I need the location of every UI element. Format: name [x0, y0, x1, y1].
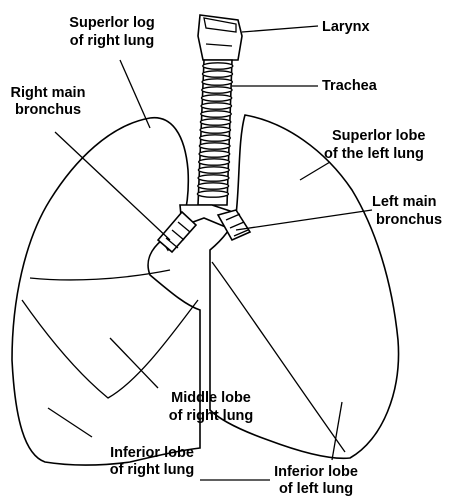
label-right-main-bronchus-line2: bronchus [15, 102, 81, 118]
trachea-ring [202, 87, 232, 93]
trachea-ring [198, 175, 229, 181]
label-inferior-right-line2: of right lung [110, 462, 195, 478]
leader-larynx [242, 26, 318, 32]
label-larynx: Larynx [322, 19, 370, 35]
trachea-ring [200, 119, 230, 125]
trachea-ring [201, 111, 231, 117]
label-superior-right-line1: Superlor log [69, 15, 154, 31]
trachea-ring [199, 143, 230, 149]
label-superior-left-line2: of the left lung [324, 146, 424, 162]
left-lung [210, 115, 399, 458]
trachea-ring [200, 127, 230, 133]
trachea-ring [201, 103, 231, 109]
trachea-ring [203, 71, 233, 77]
label-superior-right-line2: of right lung [70, 33, 155, 49]
trachea-ring [203, 63, 233, 69]
label-right-main-bronchus-line1: Right main [11, 85, 86, 101]
label-inferior-right-line1: Inferior lobe [110, 445, 194, 461]
label-inferior-left-line1: Inferior lobe [274, 464, 358, 480]
label-trachea: Trachea [322, 78, 378, 94]
label-inferior-left-line2: of left lung [279, 481, 353, 497]
larynx [198, 15, 242, 60]
trachea-ring [198, 183, 229, 189]
leader-superior-right [120, 60, 150, 128]
label-middle-right-line1: Middle lobe [171, 390, 251, 406]
label-left-main-bronchus-line2: bronchus [376, 212, 442, 228]
trachea-ring [202, 95, 232, 101]
trachea-ring [197, 191, 228, 197]
label-middle-right-line2: of right lung [169, 408, 254, 424]
trachea-ring [199, 159, 230, 165]
trachea-ring [199, 151, 230, 157]
trachea [197, 60, 232, 205]
label-left-main-bronchus-line1: Left main [372, 194, 436, 210]
trachea-ring [198, 167, 229, 173]
trachea-ring [200, 135, 231, 141]
trachea-ring [202, 79, 232, 85]
label-superior-left-line1: Superlor lobe [332, 128, 425, 144]
